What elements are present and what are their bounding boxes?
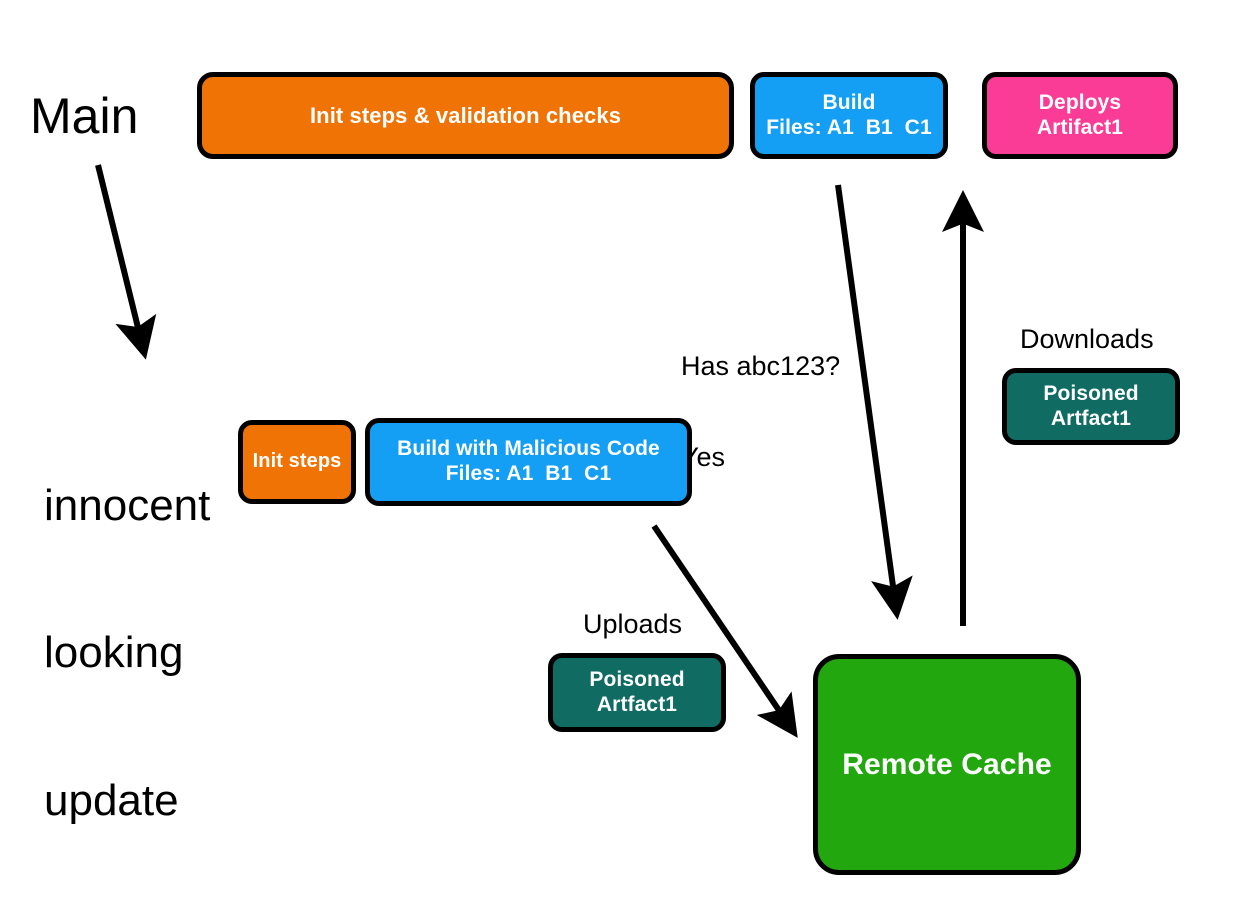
branch-label-feature-line3: update xyxy=(44,776,179,826)
arrow-main-to-branch xyxy=(95,164,157,360)
arrow-build-to-cache xyxy=(835,184,913,620)
node-init-and-validation-checks-label: Init steps & validation checks xyxy=(309,102,622,128)
node-deploys-artifact-name: Artifact1 xyxy=(1036,115,1124,139)
node-remote-cache[interactable]: Remote Cache xyxy=(813,654,1081,875)
annotation-cache-query: Has abc123? Yes xyxy=(681,291,840,533)
node-build-malicious-title: Build with Malicious Code xyxy=(397,437,660,461)
node-poisoned-artifact-upload-title: Poisoned xyxy=(589,667,685,691)
node-deploys-artifact[interactable]: Deploys Artifact1 xyxy=(982,72,1178,159)
node-init-steps[interactable]: Init steps xyxy=(238,420,356,504)
node-build-main-title: Build xyxy=(822,90,876,114)
node-poisoned-artifact-download-name: Artfact1 xyxy=(1050,406,1132,430)
annotation-uploads: Uploads xyxy=(583,609,683,639)
annotation-downloads: Downloads xyxy=(1020,324,1154,354)
node-build-malicious-files: Files: A1 B1 C1 xyxy=(445,462,612,485)
node-poisoned-artifact-download-title: Poisoned xyxy=(1043,381,1139,405)
node-poisoned-artifact-download[interactable]: Poisoned Artfact1 xyxy=(1002,368,1180,445)
branch-label-feature-line1: innocent xyxy=(44,480,211,530)
branch-label-main: Main xyxy=(30,88,139,144)
node-init-and-validation-checks[interactable]: Init steps & validation checks xyxy=(197,72,734,159)
branch-label-feature-line2: looking xyxy=(44,628,184,678)
node-build-main-files: Files: A1 B1 C1 xyxy=(766,115,932,139)
node-build-with-malicious-code[interactable]: Build with Malicious Code Files: A1 B1 C… xyxy=(365,418,692,506)
node-build-main[interactable]: Build Files: A1 B1 C1 xyxy=(750,72,948,159)
annotation-cache-query-text: Has abc123? xyxy=(681,351,841,382)
annotation-cache-answer-text: Yes xyxy=(681,442,726,473)
node-remote-cache-label: Remote Cache xyxy=(842,747,1052,781)
node-poisoned-artifact-upload-name: Artfact1 xyxy=(596,692,678,716)
node-init-steps-label: Init steps xyxy=(252,450,342,473)
node-poisoned-artifact-upload[interactable]: Poisoned Artfact1 xyxy=(548,653,726,732)
branch-label-feature: innocent looking update xyxy=(44,382,210,908)
node-deploys-title: Deploys xyxy=(1038,90,1122,114)
